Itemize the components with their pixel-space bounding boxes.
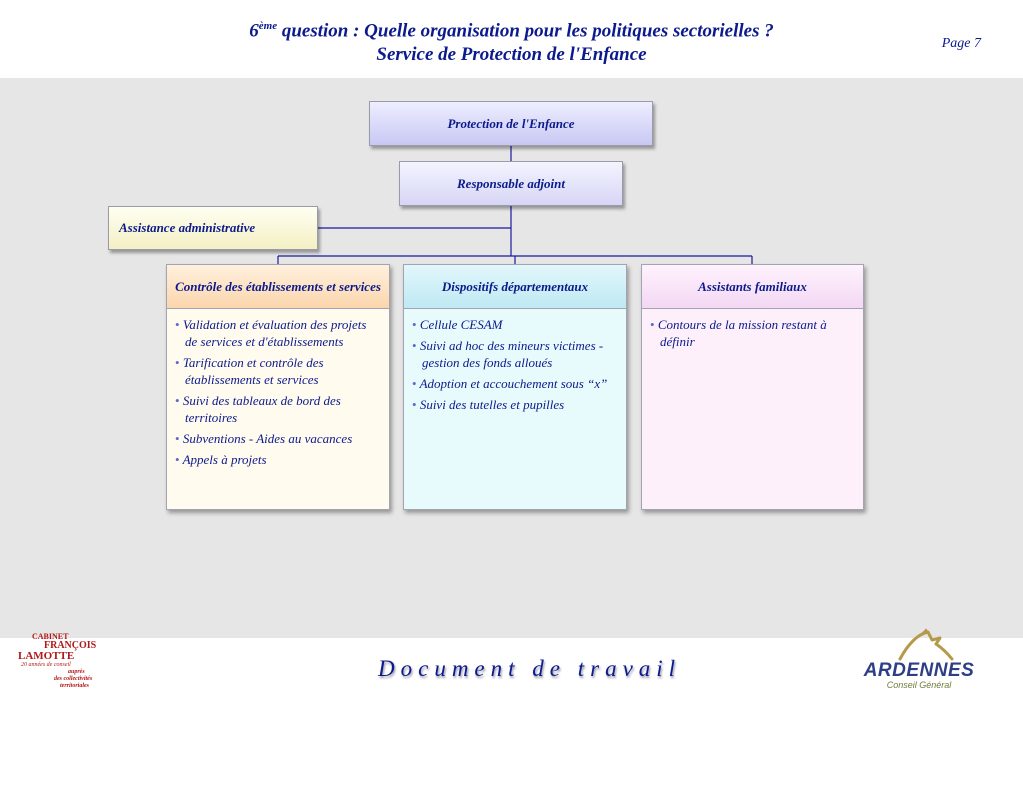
bullet-icon: •	[412, 317, 417, 332]
list-item-text: Contours de la mission restant à définir	[657, 317, 827, 349]
bullet-icon: •	[175, 393, 180, 408]
list-item: • Contours de la mission restant à défin…	[650, 316, 855, 350]
title-superscript: ème	[258, 20, 278, 32]
list-item: • Tarification et contrôle des établisse…	[175, 354, 381, 388]
bullet-icon: •	[412, 338, 417, 353]
logo-text: LAMOTTE	[18, 650, 75, 662]
logo-text: auprès	[68, 669, 85, 675]
list-item: • Validation et évaluation des projets d…	[175, 316, 381, 350]
bullet-icon: •	[175, 452, 180, 467]
item-list: • Cellule CESAM • Suivi ad hoc des mineu…	[412, 316, 618, 413]
item-list: • Contours de la mission restant à défin…	[650, 316, 855, 350]
list-item: • Appels à projets	[175, 451, 381, 468]
list-item-text: Suivi des tableaux de bord des territoir…	[182, 393, 341, 425]
column-body: • Cellule CESAM • Suivi ad hoc des mineu…	[404, 309, 626, 413]
org-box-root: Protection de l'Enfance	[369, 101, 653, 146]
list-item: • Subventions - Aides au vacances	[175, 430, 381, 447]
list-item-text: Cellule CESAM	[419, 317, 503, 332]
title-number: 6	[249, 20, 259, 42]
footer-title: Document de travail	[378, 656, 682, 681]
list-item-text: Validation et évaluation des projets de …	[182, 317, 367, 349]
list-item: • Suivi des tableaux de bord des territo…	[175, 392, 381, 426]
column-body: • Validation et évaluation des projets d…	[167, 309, 389, 468]
bullet-icon: •	[175, 431, 180, 446]
header: 6ème question : Quelle organisation pour…	[0, 0, 1023, 78]
page-title: 6ème question : Quelle organisation pour…	[0, 14, 1023, 67]
logo-text: 20 années de conseil	[21, 662, 71, 668]
ardennes-subtitle: Conseil Général	[886, 680, 952, 690]
bullet-icon: •	[175, 355, 180, 370]
title-question: question : Quelle organisation pour les …	[277, 20, 774, 42]
list-item-text: Suivi ad hoc des mineurs victimes - gest…	[419, 338, 604, 370]
title-line-1: 6ème question : Quelle organisation pour…	[0, 14, 1023, 43]
bullet-icon: •	[412, 376, 417, 391]
ardennes-wordmark: ARDENNES	[863, 660, 975, 681]
bullet-icon: •	[650, 317, 655, 332]
ardennes-emblem-icon	[898, 628, 954, 661]
logo-text: territoriales	[60, 683, 90, 689]
org-column-assistants: Assistants familiaux • Contours de la mi…	[641, 264, 864, 510]
cabinet-lamotte-logo: CABINET FRANÇOIS LAMOTTE 20 années de co…	[18, 632, 118, 696]
logo-text: des collectivités	[54, 676, 93, 682]
list-item: • Adoption et accouchement sous “x”	[412, 375, 618, 392]
org-connectors	[277, 146, 753, 264]
list-item-text: Appels à projets	[182, 452, 267, 467]
org-column-controle: Contrôle des établissements et services …	[166, 264, 390, 510]
org-column-dispositifs: Dispositifs départementaux • Cellule CES…	[403, 264, 627, 510]
title-line-2: Service de Protection de l'Enfance	[376, 44, 647, 66]
item-list: • Validation et évaluation des projets d…	[175, 316, 381, 468]
logo-text: FRANÇOIS	[44, 640, 97, 651]
page-number: Page 7	[941, 36, 981, 51]
column-body: • Contours de la mission restant à défin…	[642, 309, 863, 350]
list-item-text: Suivi des tutelles et pupilles	[419, 397, 565, 412]
list-item-text: Tarification et contrôle des établisseme…	[182, 355, 324, 387]
column-header: Contrôle des établissements et services	[167, 265, 389, 309]
bullet-icon: •	[175, 317, 180, 332]
column-header: Dispositifs départementaux	[404, 265, 626, 309]
column-header: Assistants familiaux	[642, 265, 863, 309]
list-item-text: Subventions - Aides au vacances	[182, 431, 353, 446]
ardennes-logo: ARDENNES Conseil Général	[860, 628, 978, 692]
bullet-icon: •	[412, 397, 417, 412]
logo-text: CABINET	[32, 632, 69, 641]
list-item: • Suivi ad hoc des mineurs victimes - ge…	[412, 337, 618, 371]
org-box-deputy: Responsable adjoint	[399, 161, 623, 206]
list-item: • Cellule CESAM	[412, 316, 618, 333]
list-item-text: Adoption et accouchement sous “x”	[419, 376, 608, 391]
org-box-assistant: Assistance administrative	[108, 206, 318, 250]
list-item: • Suivi des tutelles et pupilles	[412, 396, 618, 413]
